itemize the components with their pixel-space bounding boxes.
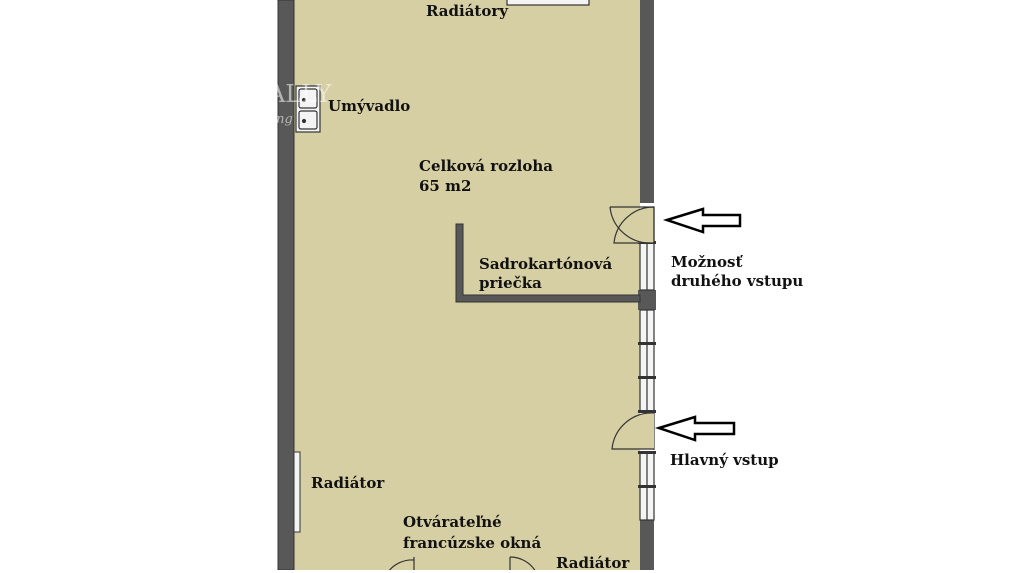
label-french-windows-1: Otvárateľné: [403, 513, 502, 531]
label-main-entry: Hlavný vstup: [670, 451, 779, 469]
label-second-entry-1: Možnosť: [671, 253, 743, 271]
drywall-partition: [455, 223, 641, 303]
floor-area: [294, 0, 640, 570]
right-wall-upper: [640, 0, 654, 203]
second-entry-door: [609, 206, 655, 244]
watermark-sub: ing: [272, 112, 293, 127]
label-area-title: Celková rozloha: [419, 157, 553, 175]
label-radiator-left: Radiátor: [311, 474, 385, 492]
right-wall-pier: [638, 290, 656, 310]
left-arrow-icon: [662, 207, 742, 234]
label-french-windows-2: francúzske okná: [403, 534, 542, 552]
right-windows: [639, 242, 655, 521]
sink-icon: [295, 85, 321, 133]
label-radiator-bottom: Radiátor: [556, 554, 630, 572]
watermark: ALLY: [268, 80, 332, 108]
label-area-value: 65 m2: [419, 177, 472, 195]
label-umyvadlo: Umývadlo: [328, 97, 411, 115]
label-second-entry-2: druhého vstupu: [671, 272, 804, 290]
left-arrow-icon: [654, 415, 736, 442]
right-wall-lower: [640, 520, 654, 570]
main-entry-door: [611, 412, 655, 450]
label-radiatory-top: Radiátory: [426, 2, 508, 20]
radiator-left: [293, 451, 301, 533]
label-partition-1: Sadrokartónová: [479, 255, 613, 273]
radiator-top: [506, 0, 590, 6]
label-partition-2: priečka: [479, 274, 542, 292]
left-wall: [278, 0, 294, 570]
